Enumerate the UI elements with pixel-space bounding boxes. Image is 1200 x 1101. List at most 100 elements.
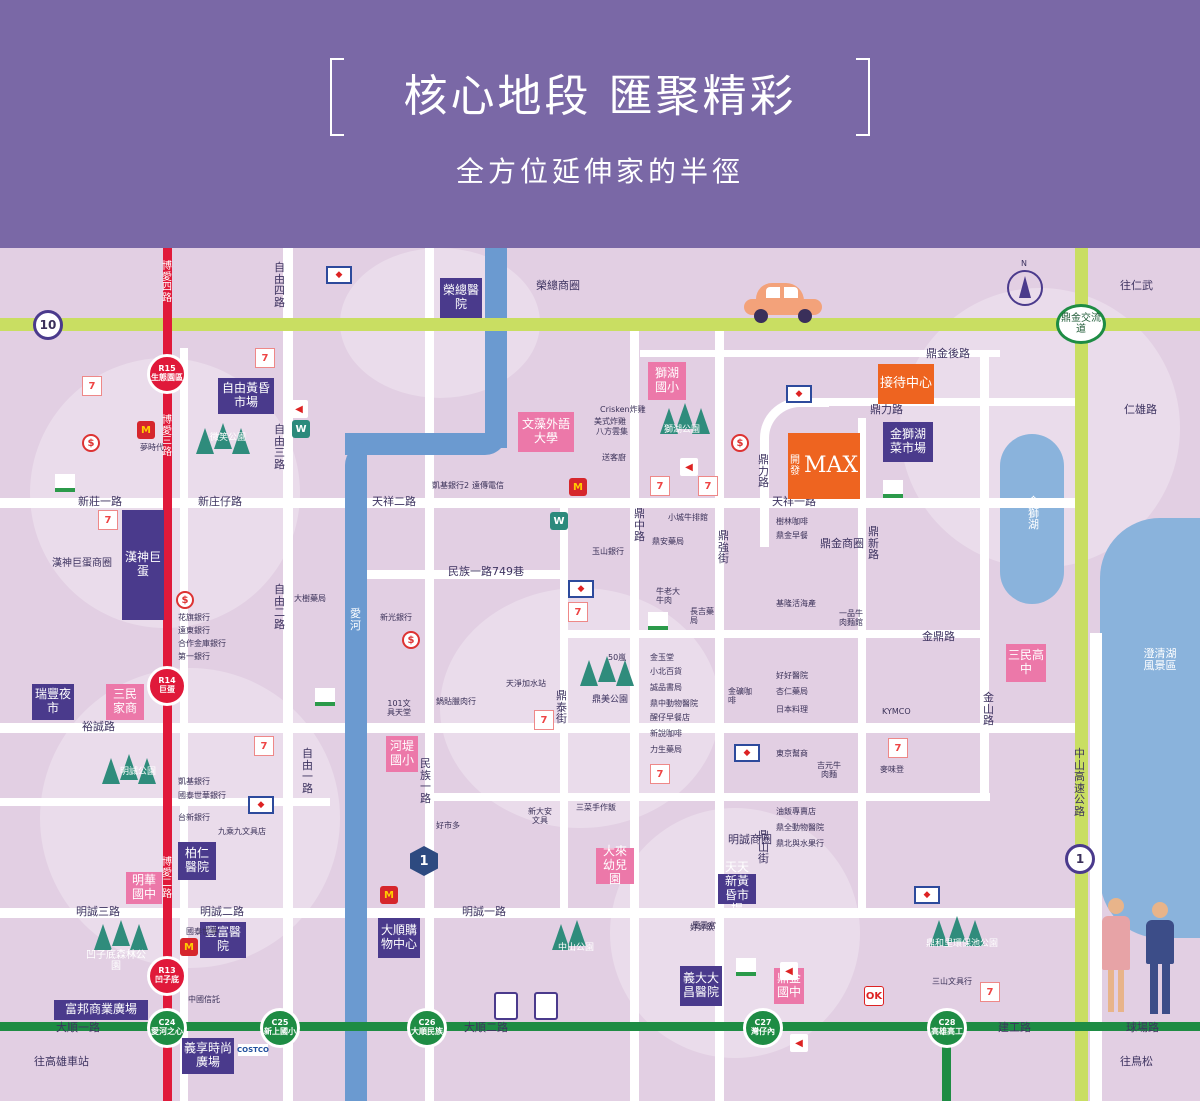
- gas-station-icon: [494, 992, 518, 1020]
- label-mingcheng-1: 明誠一路: [462, 905, 506, 918]
- poi-label: 50嵐: [608, 653, 627, 662]
- poi-label: 樹林咖啡: [776, 517, 808, 526]
- station-r15-label: R15 生態園區: [151, 364, 183, 382]
- road-dingjin-hou: [640, 350, 1000, 357]
- poi-label: 國泰世華: [186, 927, 218, 936]
- bairen-label: 柏仁醫院: [184, 846, 209, 874]
- seven-eleven-icon: 7: [980, 982, 1000, 1002]
- jinshihu-market: 金獅湖菜市場: [883, 422, 933, 462]
- poi-label: 東京幫商: [776, 749, 808, 758]
- label-jiangong: 建工路: [998, 1021, 1031, 1034]
- station-r13-label: R13 凹子底: [155, 966, 179, 984]
- label-jinding: 金鼎路: [922, 630, 955, 643]
- label-xinzhuang-1: 新莊一路: [78, 495, 122, 508]
- dalai-label: 大來幼兒園: [602, 844, 627, 886]
- road-provincial-10: [0, 318, 1200, 331]
- road-dingxin: [858, 418, 866, 918]
- label-dingtai: 鼎泰街: [556, 689, 567, 726]
- tree-icon: [948, 916, 966, 942]
- poi-label: 誠品書局: [650, 683, 682, 692]
- bank-logo-icon: ◆: [734, 744, 760, 762]
- label-ziyou-4: 自由四路: [274, 261, 285, 309]
- tree-icon: [598, 656, 616, 682]
- sanmin-high: 三民高中: [1006, 644, 1046, 682]
- label-ziyou-1: 自由一路: [302, 747, 313, 795]
- page-subtitle: 全方位延伸家的半徑: [455, 155, 744, 188]
- seven-eleven-icon: 7: [254, 736, 274, 756]
- route-1-shield: 1: [1065, 844, 1095, 874]
- seven-eleven-icon: 7: [650, 764, 670, 784]
- label-dingjin-hou: 鼎金後路: [926, 347, 970, 360]
- station-r13[interactable]: R13 凹子底: [147, 956, 187, 996]
- station-c26[interactable]: C26 大順民族: [407, 1008, 447, 1048]
- bank-logo-icon: ◆: [568, 580, 594, 598]
- label-dashun-1: 大順一路: [56, 1021, 100, 1034]
- station-c25[interactable]: C25 新上國小: [260, 1008, 300, 1048]
- page-title: 核心地段 匯聚精彩: [403, 71, 797, 122]
- ai-river-upper: [485, 248, 507, 448]
- label-mingcheng-3: 明誠三路: [76, 905, 120, 918]
- road-dingqiang: [715, 328, 724, 1101]
- poi-label: 鼎金早餐: [776, 531, 808, 540]
- lrt-green-spur: [942, 1031, 951, 1101]
- header-banner: 核心地段 匯聚精彩 全方位延伸家的半徑: [0, 0, 1200, 248]
- poi-label: 好市多: [436, 821, 460, 830]
- poi-label: 遠傳電信: [472, 481, 504, 490]
- project-site[interactable]: 開發 MAX: [788, 433, 860, 499]
- tree-icon: [692, 408, 710, 434]
- road-mingcheng: [0, 908, 1080, 918]
- costco-icon: COSTCO: [237, 1044, 269, 1056]
- carrefour-icon: ◀: [780, 962, 798, 980]
- ai-river-bend: [345, 433, 507, 455]
- road-minor-v1: [180, 348, 188, 1101]
- bank-logo-icon: ◆: [786, 385, 812, 403]
- poi-label: 日本料理: [776, 705, 808, 714]
- minghua-label: 明華國中: [131, 873, 156, 901]
- poi-label: 好好飲: [690, 923, 714, 932]
- reception-center[interactable]: 接待中心: [878, 364, 934, 404]
- label-mingcheng-2: 明誠二路: [200, 905, 244, 918]
- project-brand-label: MAX: [803, 453, 859, 479]
- label-bo-ai-2: 博愛二路: [162, 857, 172, 900]
- poi-label: 醒仔早餐店: [650, 713, 690, 722]
- station-c24[interactable]: C24 愛河之心: [147, 1008, 187, 1048]
- poi-label: 台新銀行: [178, 813, 210, 822]
- label-yucheng: 裕誠路: [82, 720, 115, 733]
- shihu-park-label: 獅湖公園: [664, 425, 701, 435]
- familymart-icon: [648, 612, 668, 630]
- seven-eleven-icon: 7: [82, 376, 102, 396]
- yixiang-label: 義享時尚廣場: [184, 1041, 233, 1069]
- station-r15[interactable]: R15 生態園區: [147, 354, 187, 394]
- tree-icon: [966, 920, 984, 946]
- poi-label: 吉元牛肉麵: [817, 761, 841, 779]
- label-ziyou-3: 自由三路: [274, 423, 285, 471]
- label-to-kaohsiung: 往高雄車站: [34, 1055, 89, 1068]
- lrt-green-line: [0, 1022, 1200, 1031]
- station-r14-label: R14 巨蛋: [158, 676, 176, 694]
- poi-label: 好好醫院: [776, 671, 808, 680]
- station-c28[interactable]: C28 高雄高工: [927, 1008, 967, 1048]
- poi-label: 小城牛排館: [668, 513, 708, 522]
- station-c27-label: C27 灣仔內: [751, 1018, 775, 1036]
- station-r14[interactable]: R14 巨蛋: [147, 666, 187, 706]
- dingjin-district-label: 鼎金商圈: [820, 537, 864, 550]
- seven-eleven-icon: 7: [568, 602, 588, 622]
- tree-icon: [94, 924, 112, 950]
- station-c25-label: C25 新上國小: [264, 1018, 296, 1036]
- tree-icon: [580, 660, 598, 686]
- jinshi-lake: [1000, 434, 1064, 604]
- jinshihu-market-label: 金獅湖菜市場: [889, 427, 926, 455]
- reception-label: 接待中心: [880, 375, 933, 391]
- dingjin-interchange: 鼎金交流道: [1056, 304, 1106, 344]
- tree-icon: [676, 403, 694, 429]
- tree-icon: [552, 924, 570, 950]
- poi-label: 牛老大牛肉: [656, 587, 680, 605]
- label-dingzhong: 鼎中路: [634, 507, 645, 544]
- label-jinshan: 金山路: [983, 691, 994, 728]
- poi-label: 油飯專賣店: [776, 807, 816, 816]
- dalai-kindergarten: 大來幼兒園: [596, 844, 634, 886]
- station-c27[interactable]: C27 灣仔內: [743, 1008, 783, 1048]
- tree-icon: [568, 920, 586, 946]
- poi-label: 麥味登: [880, 765, 904, 774]
- familymart-icon: [315, 688, 335, 706]
